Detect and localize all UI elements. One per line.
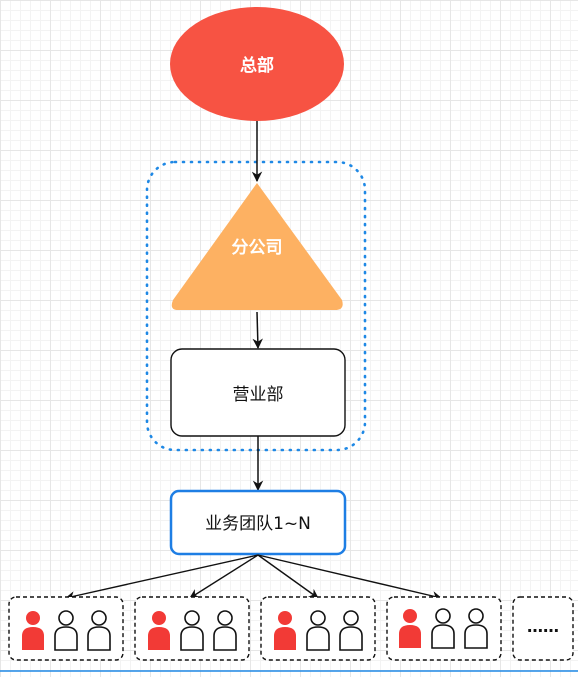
more-groups-label: …… [527,617,559,636]
team-group-1[interactable] [8,596,124,661]
branch-group-frame [145,160,367,452]
sales-dept-node[interactable]: 营业部 [170,348,346,437]
team-member-icon [306,610,330,651]
team-group-4[interactable] [386,596,502,661]
team-member-icon [87,610,111,651]
team-member-icon [213,610,237,651]
edge-team-group-1 [65,554,259,601]
branch-node[interactable]: 分公司 [171,183,343,310]
edge-team-group-3 [257,554,319,599]
team-member-icon [431,608,455,649]
team-group-2[interactable] [134,596,250,661]
team-member-icon [339,610,363,651]
branch-label: 分公司 [232,238,283,258]
team-node[interactable]: 业务团队1~N [169,489,347,556]
edge-team-group-4 [257,554,442,601]
edge-branch-sales [252,311,263,350]
sales-dept-label: 营业部 [233,385,284,405]
headquarters-label: 总部 [240,55,274,76]
team-group-more[interactable]: …… [512,596,574,661]
team-member-icon [464,608,488,649]
team-group-3[interactable] [260,596,376,661]
team-member-icon [180,610,204,651]
team-label: 业务团队1~N [205,514,311,534]
headquarters-node[interactable]: 总部 [170,7,344,121]
edge-team-group-2 [189,554,259,599]
team-member-icon [54,610,78,651]
